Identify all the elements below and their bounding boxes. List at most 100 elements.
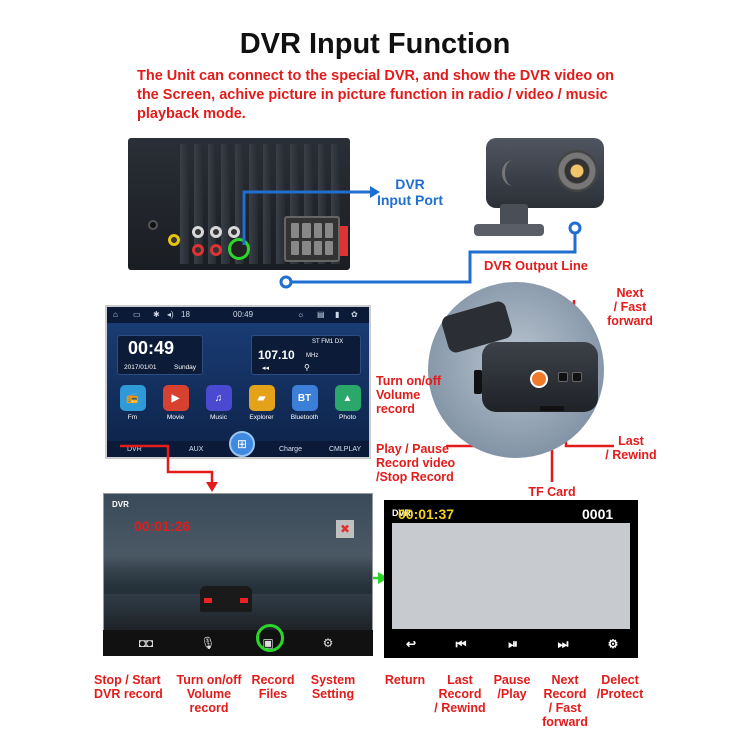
nav-dvr[interactable]: DVR <box>127 446 142 453</box>
next-record-forward-label: Next Record / Fast forward <box>540 673 590 729</box>
tail-light <box>204 598 212 603</box>
label-line: Turn on/off <box>376 374 442 388</box>
label-line: Delect <box>601 673 639 687</box>
label-line: DVR <box>395 176 425 192</box>
label-line: / Rewind <box>605 448 657 462</box>
page-title: DVR Input Function <box>239 28 511 60</box>
delect-protect-label: Delect /Protect <box>592 673 648 701</box>
radio-widget[interactable]: ST FM1 DX 107.10 MHz ◂◂ ⚲ <box>251 335 361 375</box>
label-line: Next <box>551 673 579 687</box>
play-pause-label: Play / Pause Record video /Stop Record <box>376 442 455 484</box>
iso-connector <box>284 216 340 262</box>
app-label: Music <box>210 414 227 421</box>
label-line: Record <box>438 687 482 701</box>
volume-record-label: Turn on/off Volume record <box>176 673 242 715</box>
camera-lens-icon <box>556 150 598 192</box>
label-line: record <box>189 701 229 715</box>
battery-icon: ▭ <box>133 310 141 319</box>
app-bluetooth[interactable]: BT Bluetooth <box>289 385 320 427</box>
sd-icon: ▮ <box>335 310 340 319</box>
volume-icon: ◂) <box>167 310 174 319</box>
label-line: Volume <box>186 687 232 701</box>
app-label: Explorer <box>249 414 274 421</box>
protect-settings-icon[interactable]: ⚙ <box>607 637 619 651</box>
dvr-screen-label: DVR <box>112 500 129 509</box>
nav-cmlplay[interactable]: CMLPLAY <box>329 446 362 453</box>
bluetooth-icon: ✱ <box>153 310 160 319</box>
tf-card-label: TF Card <box>528 485 576 499</box>
app-label: Fm <box>127 414 138 421</box>
label-line: Turn on/off <box>176 673 242 687</box>
search-icon[interactable]: ⚲ <box>304 363 310 372</box>
app-fm[interactable]: 📻 Fm <box>117 385 148 427</box>
nav-charge[interactable]: Charge <box>279 446 302 453</box>
label-line: forward <box>542 715 588 729</box>
rca-port <box>168 234 180 246</box>
stop-start-record-icon[interactable]: ◘◘ <box>138 636 154 650</box>
brightness-icon[interactable]: ☼ <box>297 310 305 319</box>
clock-time: 00:49 <box>128 338 175 358</box>
last-rewind-button[interactable] <box>558 372 568 382</box>
home-screen: ⌂ ▭ ✱ ◂) 18 00:49 ☼ ▤ ▮ ✿ 00:49 2017/01/… <box>105 305 371 459</box>
app-label: Movie <box>166 414 185 421</box>
dvr-video-screen: DVR 00:01:26 ✖ <box>103 493 373 655</box>
app-grid: 📻 Fm ▶ Movie ♫ Music ▰ Explorer BT Bluet… <box>117 385 363 427</box>
play-pause-button[interactable] <box>530 370 548 388</box>
label-line: /Stop Record <box>376 470 454 484</box>
status-bar: ⌂ ▭ ✱ ◂) 18 00:49 ☼ ▤ ▮ ✿ <box>107 307 369 323</box>
return-icon[interactable]: ↩ <box>405 637 417 651</box>
next-fast-forward-label: Next / Fast forward <box>600 286 660 328</box>
settings-icon[interactable]: ✿ <box>351 310 358 319</box>
play-pause-icon[interactable]: ⏯ <box>508 637 518 651</box>
tail-light <box>240 598 248 603</box>
app-movie[interactable]: ▶ Movie <box>160 385 191 427</box>
tf-card-slot[interactable] <box>540 406 564 411</box>
turn-on-off-volume-label: Turn on/off Volume record <box>376 374 441 416</box>
app-explorer[interactable]: ▰ Explorer <box>246 385 277 427</box>
dvr-record-time: 00:01:26 <box>134 518 191 534</box>
app-photo[interactable]: ▲ Photo <box>332 385 363 427</box>
heatsink-fins <box>180 144 340 264</box>
radio-flags: ST FM1 DX <box>312 339 344 345</box>
intro-line: The Unit can connect to the special DVR,… <box>137 68 614 84</box>
label-line: / Fast <box>613 300 647 314</box>
status-temp: 18 <box>181 310 190 319</box>
folder-icon: ▰ <box>248 385 275 411</box>
label-line: Record <box>543 687 587 701</box>
playback-video-area <box>392 523 630 629</box>
connection-wire <box>242 186 582 289</box>
stop-start-record-label: Stop / Start DVR record <box>94 673 163 701</box>
label-line: / Rewind <box>434 701 486 715</box>
next-forward-button[interactable] <box>572 372 582 382</box>
previous-track-icon[interactable]: ⏮ <box>455 637 467 651</box>
status-time: 00:49 <box>233 310 254 319</box>
label-line: Volume <box>376 388 421 402</box>
pause-play-label: Pause /Play <box>490 673 534 701</box>
volume-record-button[interactable] <box>474 370 482 394</box>
head-unit-back-panel <box>128 138 350 270</box>
clock-widget[interactable]: 00:49 2017/01/01 Sunday <box>117 335 203 375</box>
clock-weekday: Sunday <box>174 364 197 371</box>
app-music[interactable]: ♫ Music <box>203 385 234 427</box>
label-line: Play / Pause <box>376 442 449 456</box>
antenna-jack <box>148 220 158 230</box>
prev-icon[interactable]: ◂◂ <box>262 365 270 372</box>
rca-port <box>228 226 240 238</box>
rca-port <box>210 244 222 256</box>
dvr-camera <box>486 138 604 208</box>
record-files-label: Record Files <box>248 673 298 701</box>
home-icon[interactable]: ⌂ <box>113 310 118 319</box>
dvr-toolbar: ◘◘ 🎙 ▣ ⚙ <box>103 630 373 656</box>
file-icon[interactable]: ▤ <box>317 310 325 319</box>
label-line: /Play <box>497 687 527 701</box>
next-track-icon[interactable]: ⏭ <box>557 637 569 651</box>
playback-time: 00:01:37 <box>398 506 455 522</box>
nav-aux[interactable]: AUX <box>189 446 204 453</box>
microphone-icon[interactable]: 🎙 <box>200 636 216 650</box>
label-line: Record <box>251 673 295 687</box>
apps-grid-button[interactable]: ⊞ <box>229 431 255 457</box>
no-card-icon: ✖ <box>336 520 354 538</box>
return-label: Return <box>382 673 428 687</box>
fuse <box>340 226 348 256</box>
settings-icon[interactable]: ⚙ <box>322 636 334 650</box>
